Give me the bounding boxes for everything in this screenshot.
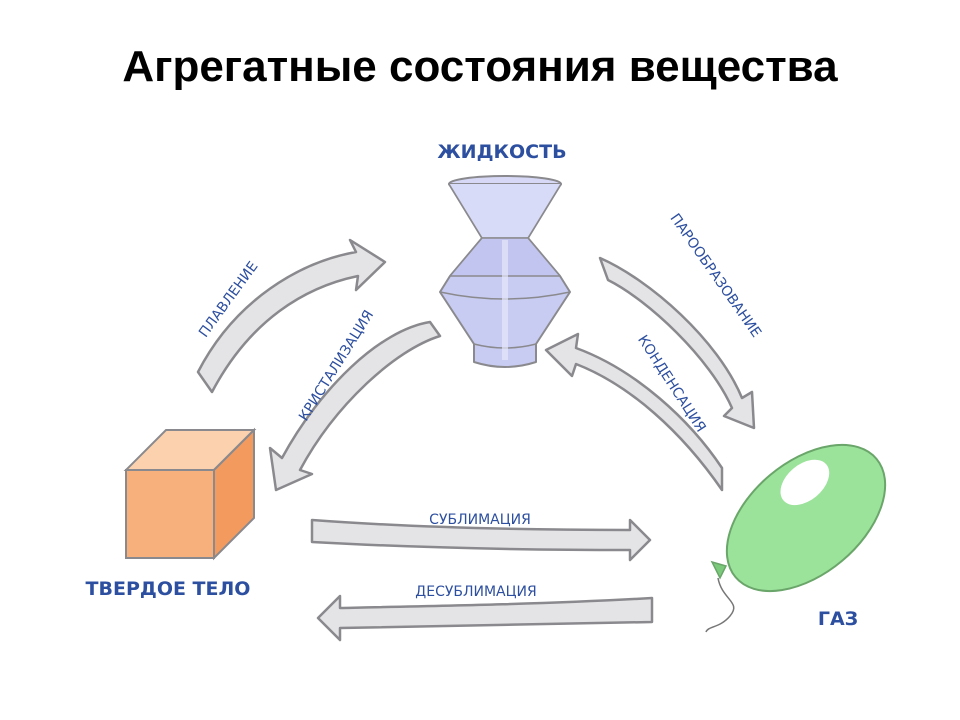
solid-label: ТВЕРДОЕ ТЕЛО — [86, 578, 251, 600]
arrow-desublimation — [318, 596, 652, 640]
label-sublimation: СУБЛИМАЦИЯ — [429, 512, 531, 528]
cube-icon — [126, 430, 254, 558]
vase-icon — [440, 176, 570, 367]
gas-label: ГАЗ — [818, 608, 858, 630]
liquid-label: ЖИДКОСТЬ — [437, 141, 566, 163]
balloon-icon — [700, 416, 913, 632]
label-desublimation: ДЕСУБЛИМАЦИЯ — [415, 584, 536, 600]
